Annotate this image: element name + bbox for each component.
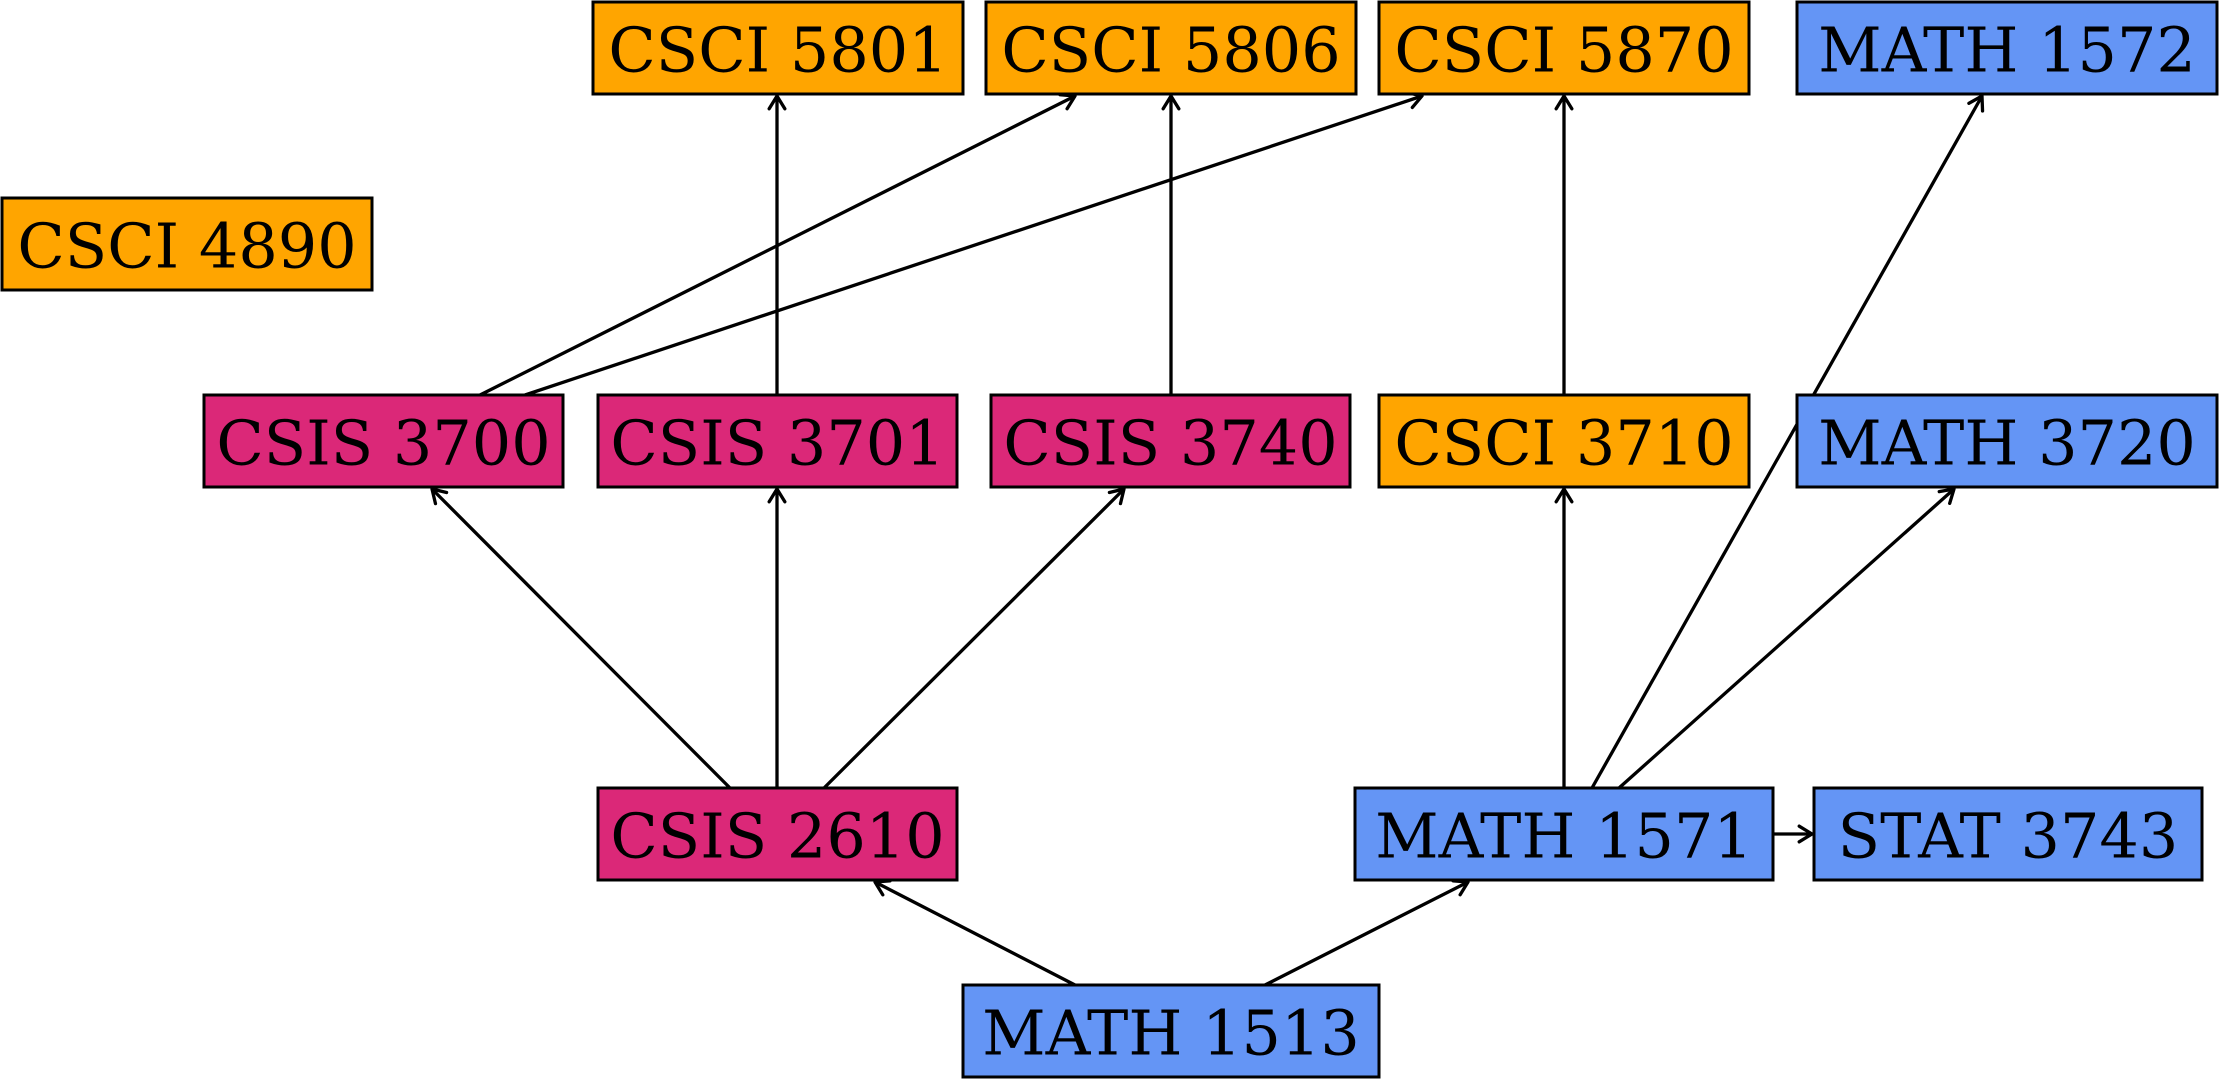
course-box	[961, 983, 1381, 1079]
arrowhead-icon	[1554, 487, 1574, 504]
arrowhead-icon	[1161, 94, 1181, 111]
edge-line	[430, 487, 732, 790]
edges-layer	[430, 90, 1985, 987]
edge-math1513-to-csis2610	[873, 879, 1076, 987]
edge-math1571-to-math1572	[1590, 94, 1985, 789]
course-box	[596, 786, 959, 882]
course-label: MATH 1513	[982, 997, 1360, 1070]
course-node-csci3710: CSCI 3710	[1377, 393, 1751, 489]
course-node-math1572: MATH 1572	[1795, 0, 2219, 96]
arrowhead-icon	[1554, 94, 1574, 111]
course-node-math1571: MATH 1571	[1353, 786, 1775, 882]
course-node-stat3743: STAT 3743	[1812, 786, 2204, 882]
course-label: CSIS 3740	[1003, 407, 1337, 480]
course-box	[1795, 0, 2219, 96]
course-label: CSIS 3700	[216, 407, 550, 480]
course-box	[1812, 786, 2204, 882]
course-box	[1353, 786, 1775, 882]
edge-line	[1264, 880, 1469, 987]
edge-csis2610-to-csis3740	[822, 487, 1126, 790]
course-box	[1795, 393, 2219, 489]
arrowhead-icon	[1967, 94, 1985, 113]
course-node-csci5806: CSCI 5806	[984, 0, 1358, 96]
edge-math1513-to-math1571	[1264, 879, 1470, 987]
edge-csis3700-to-csci5870	[524, 90, 1424, 397]
course-label: CSIS 3701	[610, 407, 944, 480]
course-box	[1377, 0, 1751, 96]
edge-math1571-to-csci3710	[1554, 487, 1574, 788]
course-node-csis2610: CSIS 2610	[596, 786, 959, 882]
arrowhead-icon	[1937, 487, 1956, 506]
course-label: MATH 3720	[1818, 407, 2196, 480]
course-box	[202, 393, 565, 489]
course-box	[591, 0, 965, 96]
course-label: CSCI 4890	[17, 210, 356, 283]
edge-csis3740-to-csci5806	[1161, 94, 1181, 395]
course-label: CSCI 5806	[1001, 14, 1340, 87]
course-label: MATH 1572	[1818, 14, 2196, 87]
course-node-math3720: MATH 3720	[1795, 393, 2219, 489]
course-box	[1377, 393, 1751, 489]
course-node-csci4890: CSCI 4890	[0, 196, 374, 292]
edge-csis2610-to-csis3701	[767, 487, 787, 788]
edge-math1571-to-math3720	[1617, 487, 1956, 790]
course-label: CSIS 2610	[610, 800, 944, 873]
course-node-csis3701: CSIS 3701	[596, 393, 959, 489]
arrowhead-icon	[1107, 487, 1126, 506]
edge-line	[524, 94, 1423, 397]
course-label: CSCI 5801	[608, 14, 947, 87]
course-node-csis3700: CSIS 3700	[202, 393, 565, 489]
course-node-csis3740: CSIS 3740	[989, 393, 1352, 489]
arrowhead-icon	[430, 487, 449, 506]
edge-line	[1617, 487, 1956, 790]
arrowhead-icon	[1797, 824, 1814, 844]
course-box	[596, 393, 959, 489]
edge-csis2610-to-csis3700	[430, 487, 732, 790]
course-node-math1513: MATH 1513	[961, 983, 1381, 1079]
edge-csis3701-to-csci5801	[767, 94, 787, 395]
edge-line	[822, 487, 1126, 790]
course-box	[984, 0, 1358, 96]
course-label: MATH 1571	[1375, 800, 1753, 873]
course-box	[989, 393, 1352, 489]
course-node-csci5801: CSCI 5801	[591, 0, 965, 96]
arrowhead-icon	[767, 487, 787, 504]
edge-csci3710-to-csci5870	[1554, 94, 1574, 395]
course-box	[0, 196, 374, 292]
course-label: CSCI 3710	[1394, 407, 1733, 480]
arrowhead-icon	[767, 94, 787, 111]
edge-math1571-to-stat3743	[1773, 824, 1814, 844]
edge-line	[874, 880, 1076, 987]
course-label: CSCI 5870	[1394, 14, 1733, 87]
course-node-csci5870: CSCI 5870	[1377, 0, 1751, 96]
edge-line	[1590, 95, 1984, 789]
course-label: STAT 3743	[1838, 800, 2179, 873]
